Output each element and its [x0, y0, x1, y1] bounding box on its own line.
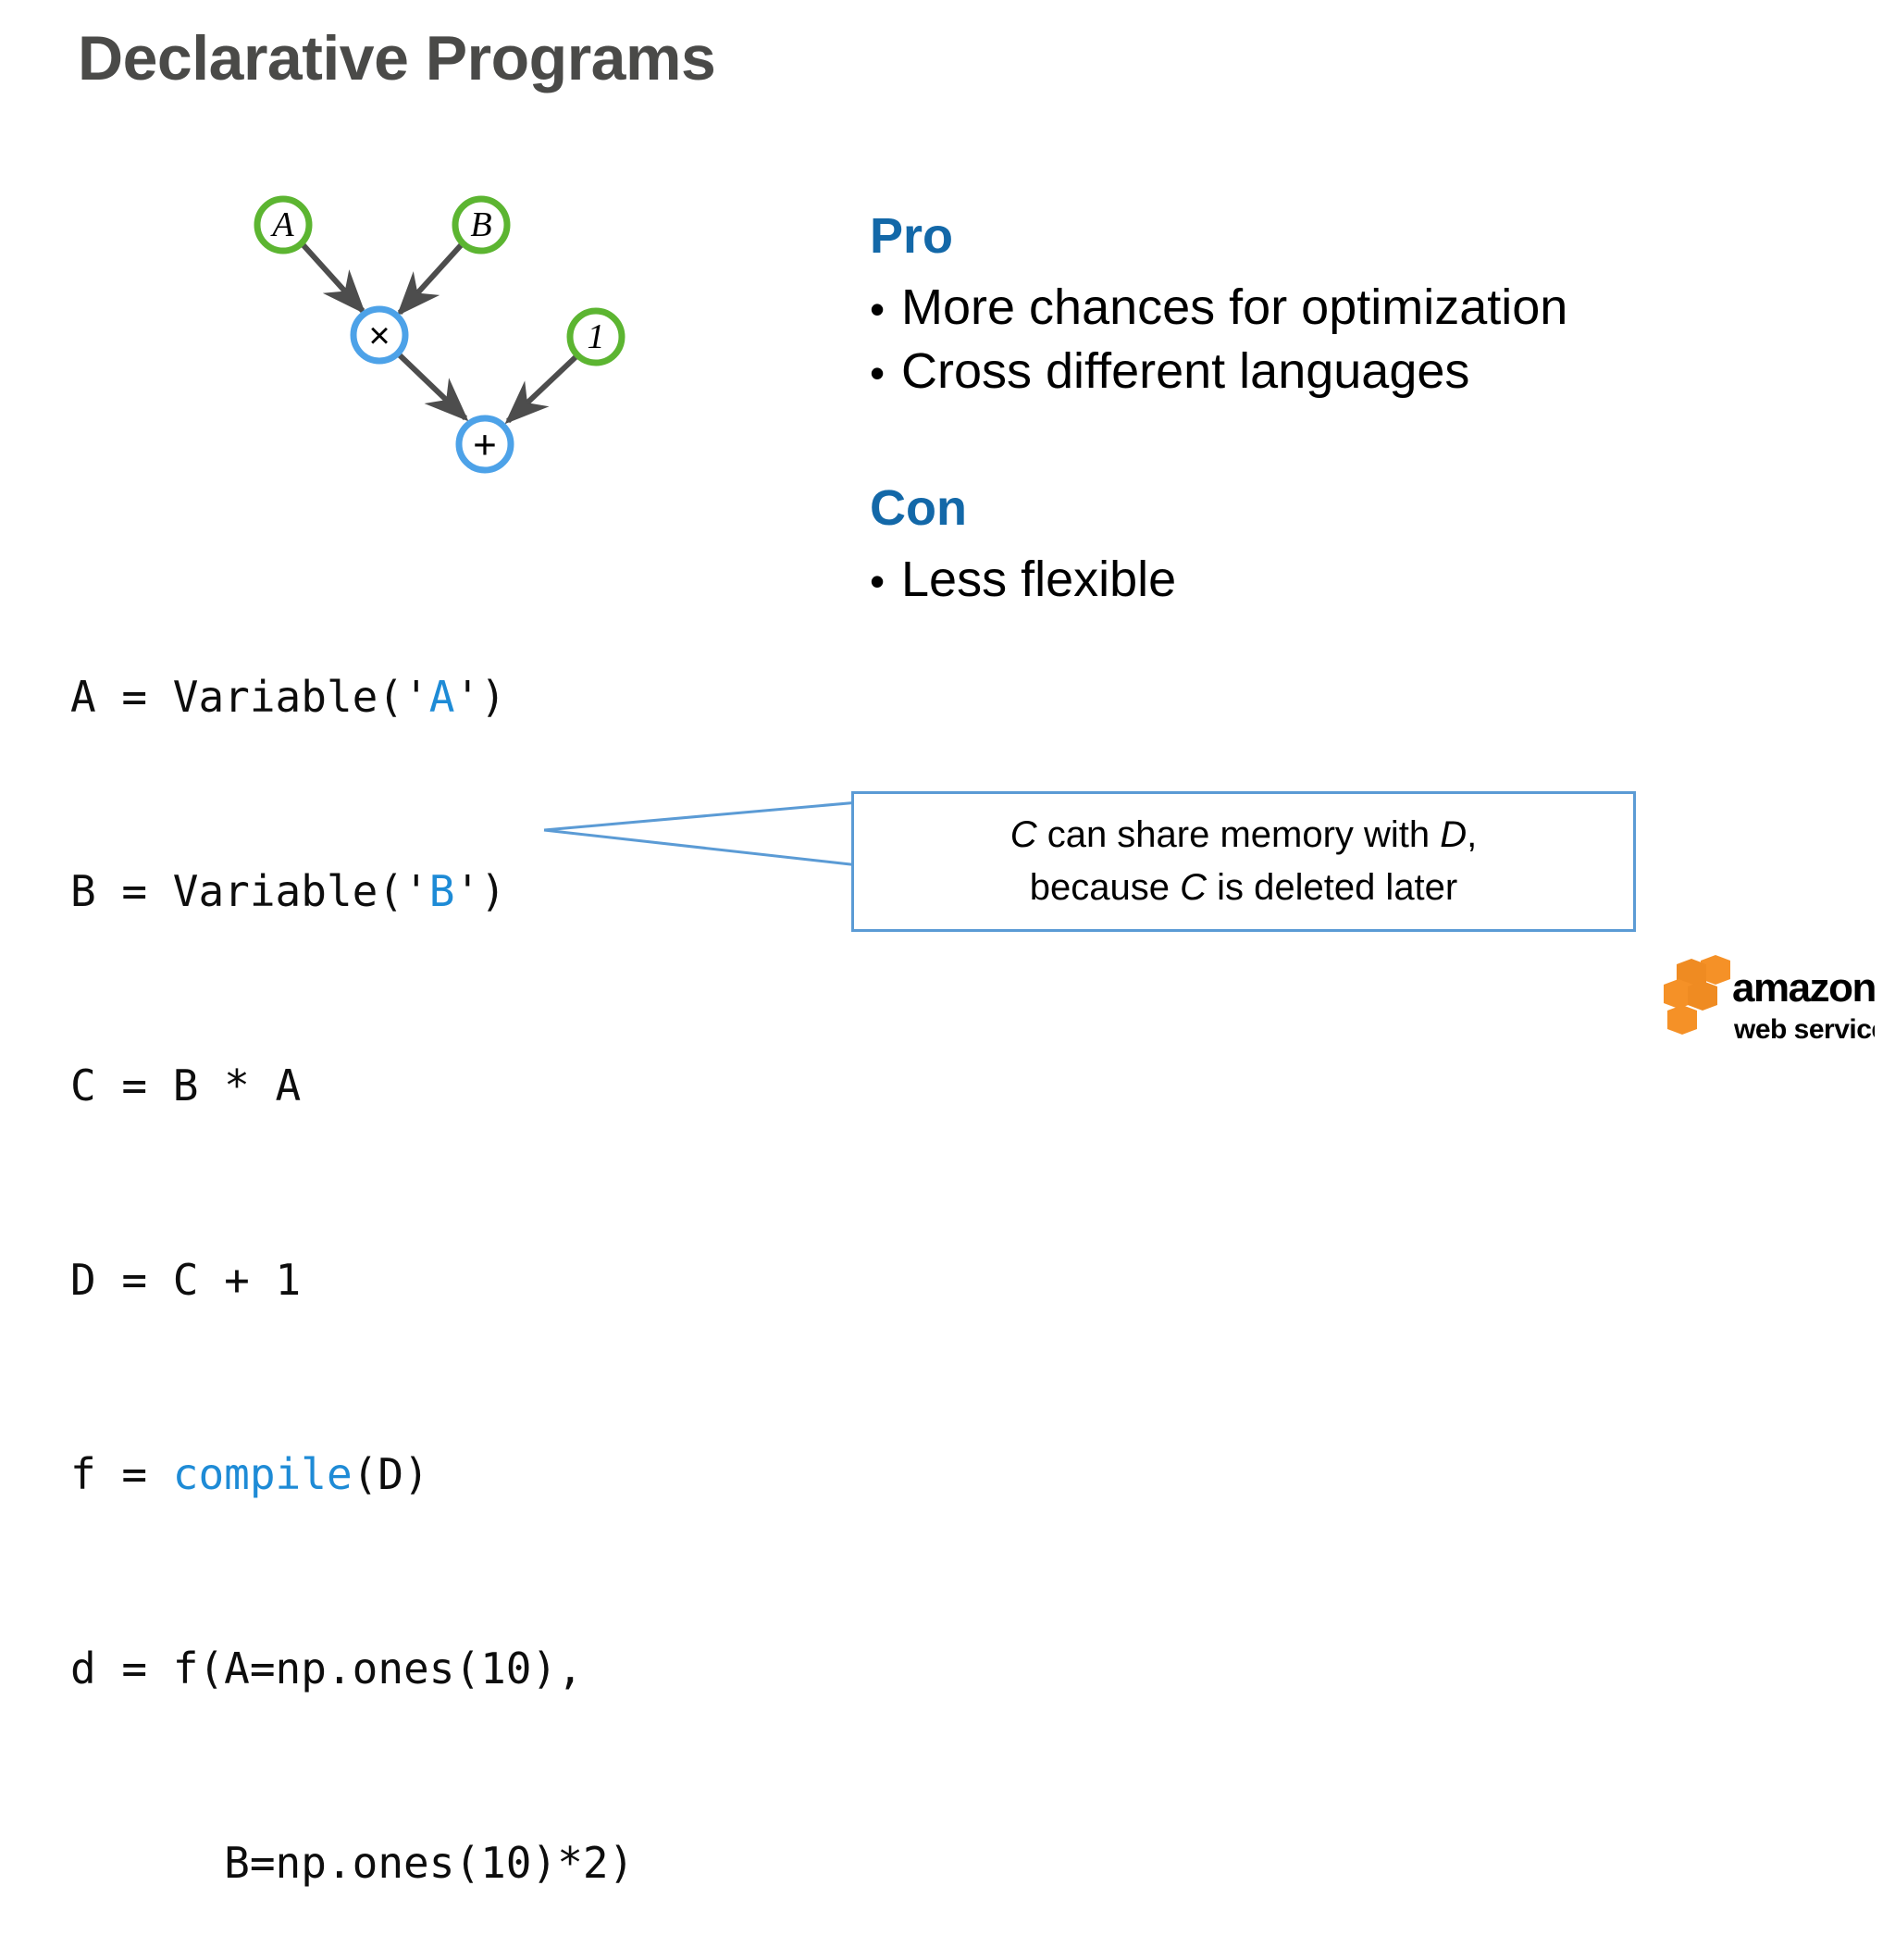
list-item-label: Cross different languages [901, 343, 1470, 400]
node-label-one: 1 [588, 317, 605, 356]
code-line-7: B=np.ones(10)*2) [70, 1838, 635, 1888]
computation-graph: A B × 1 + [254, 195, 625, 474]
code-text: f = [70, 1449, 173, 1499]
aws-logo: amazon web services [1664, 955, 1875, 1045]
node-label-multiply: × [368, 316, 390, 356]
aws-logo-wordmark: amazon [1732, 965, 1875, 1011]
callout-annotation: C can share memory with D, because C is … [543, 791, 1636, 932]
code-line-4: D = C + 1 [70, 1255, 302, 1305]
edge-a-to-mul [300, 242, 366, 315]
code-text: (D) [352, 1449, 429, 1499]
pro-heading: Pro [870, 208, 954, 264]
callout-post-text: , [1467, 814, 1478, 856]
node-circle-b [452, 195, 511, 254]
code-string-literal: B [428, 866, 455, 916]
code-text: ') [454, 866, 506, 916]
graph-node-multiply[interactable]: × [350, 305, 409, 365]
callout-line-1: C can share memory with D, [1010, 809, 1478, 862]
code-function-compile: compile [172, 1449, 353, 1499]
bullet-dot-icon: • [870, 349, 886, 398]
code-line-3: C = B * A [70, 1061, 302, 1110]
bullet-dot-icon: • [870, 285, 886, 333]
code-line-6: d = f(A=np.ones(10), [70, 1644, 583, 1693]
node-circle-add [455, 415, 514, 474]
code-line-5: f = compile(D) [70, 1442, 634, 1507]
graph-node-b[interactable]: B [452, 195, 511, 254]
callout-var-d: D [1440, 814, 1468, 856]
edge-one-to-add [504, 354, 579, 425]
pro-bullet-list: • More chances for optimization • Cross … [870, 276, 1814, 403]
graph-edges [300, 242, 579, 425]
list-item: • Less flexible [870, 548, 1814, 612]
node-circle-one [566, 307, 625, 366]
code-text: B = Variable(' [70, 866, 429, 916]
node-circle-a [254, 195, 313, 254]
graph-node-a[interactable]: A [254, 195, 313, 254]
edge-b-to-mul [396, 242, 464, 316]
bullet-dot-icon: • [870, 557, 886, 606]
callout-var-c: C [1009, 814, 1037, 856]
node-label-a: A [269, 205, 294, 244]
code-string-literal: A [428, 672, 455, 722]
callout-line-2: because C is deleted later [1030, 862, 1458, 914]
list-item: • More chances for optimization [870, 276, 1814, 340]
graph-node-one[interactable]: 1 [566, 307, 625, 366]
node-label-add: + [473, 423, 497, 468]
code-snippet[interactable]: A = Variable('A') B = Variable('B') C = … [70, 535, 634, 1960]
pros-and-cons: Pro • More chances for optimization • Cr… [870, 211, 1814, 612]
pro-section: Pro • More chances for optimization • Cr… [870, 211, 1814, 403]
con-bullet-list: • Less flexible [870, 548, 1814, 612]
callout-text: C can share memory with D, because C is … [851, 791, 1636, 932]
con-heading: Con [870, 480, 967, 537]
node-circle-multiply [350, 305, 409, 365]
code-text: A = Variable(' [70, 672, 429, 722]
callout-tail-icon [543, 800, 860, 867]
code-text: ') [454, 672, 506, 722]
aws-logo-tagline: web services [1733, 1014, 1875, 1045]
edge-mul-to-add [396, 352, 469, 422]
aws-cubes-icon [1664, 955, 1730, 1035]
callout-box [851, 791, 1636, 932]
callout-var-c2: C [1180, 867, 1207, 908]
con-section: Con • Less flexible [870, 483, 1814, 612]
page-title: Declarative Programs [78, 23, 716, 93]
graph-node-add[interactable]: + [455, 415, 514, 474]
list-item-label: Less flexible [901, 552, 1177, 608]
node-label-b: B [470, 205, 491, 244]
list-item: • Cross different languages [870, 340, 1814, 403]
callout-tail-text: is deleted later [1206, 867, 1458, 908]
code-line-2: B = Variable('B') [70, 859, 634, 924]
list-item-label: More chances for optimization [901, 279, 1568, 335]
code-line-1: A = Variable('A') [70, 664, 634, 729]
callout-mid-text: can share memory with [1036, 814, 1441, 856]
callout-pre-text: because [1029, 867, 1181, 908]
